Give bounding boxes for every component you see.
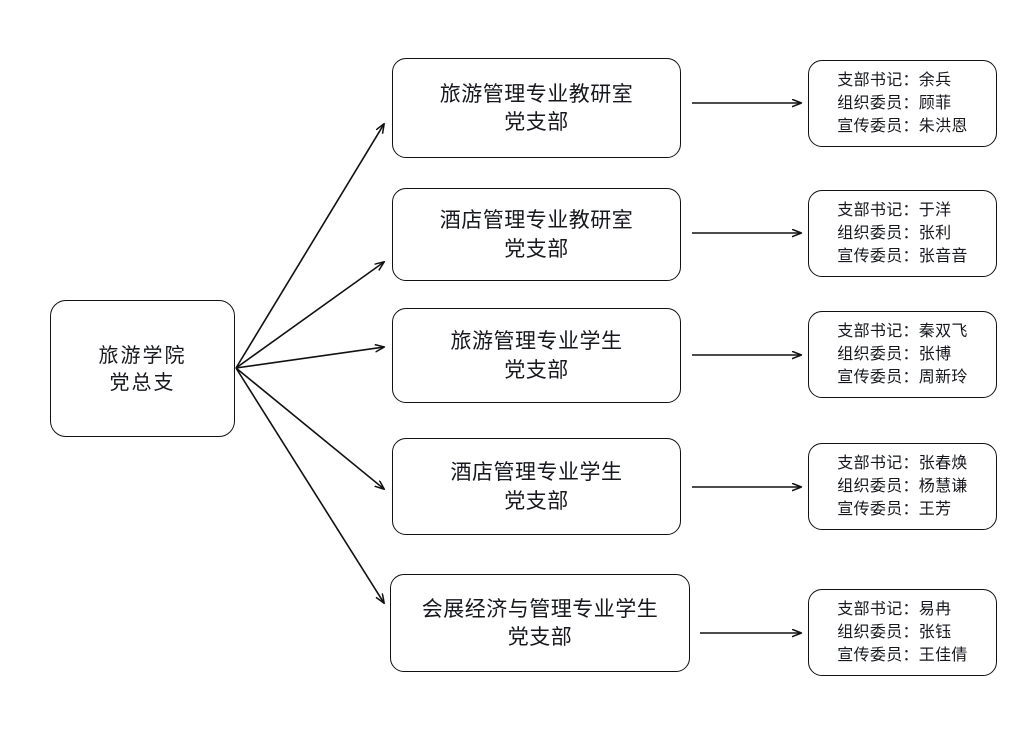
detail-box-1[interactable]: 支部书记：余兵 组织委员：顾菲 宣传委员：朱洪恩 [808,60,997,147]
detail-row-organization: 组织委员：张钰 [837,622,952,642]
node-root-label: 旅游学院 党总支 [98,342,187,394]
detail-row-secretary: 支部书记：易冉 [837,599,952,619]
node-branch-2[interactable]: 酒店管理专业教研室 党支部 [392,188,681,281]
connector-root-to-branch-2 [235,262,384,369]
detail-box-4-list: 支部书记：张春焕 组织委员：杨慧谦 宣传委员：王芳 [835,452,969,520]
node-branch-4[interactable]: 酒店管理专业学生 党支部 [392,438,681,535]
node-branch-5-label: 会展经济与管理专业学生 党支部 [421,596,659,649]
node-branch-5[interactable]: 会展经济与管理专业学生 党支部 [390,574,690,672]
detail-row-secretary: 支部书记：秦双飞 [837,321,968,341]
connector-root-to-branch-4 [235,367,384,489]
detail-row-publicity: 宣传委员：张音音 [837,245,968,265]
detail-row-publicity: 宣传委员：朱洪恩 [837,115,968,135]
connector-root-to-branch-5 [235,367,384,603]
node-branch-2-label: 酒店管理专业教研室 党支部 [439,208,634,261]
detail-row-organization: 组织委员：杨慧谦 [837,476,968,496]
connector-root-to-branch-1 [235,124,384,369]
detail-row-publicity: 宣传委员：王芳 [837,498,952,518]
detail-row-secretary: 支部书记：张春焕 [837,453,968,473]
detail-row-organization: 组织委员：顾菲 [837,93,952,113]
connector-root-to-branch-3 [235,347,384,369]
detail-row-publicity: 宣传委员：周新玲 [837,366,968,386]
detail-box-5-list: 支部书记：易冉 组织委员：张钰 宣传委员：王佳倩 [835,598,969,666]
node-branch-4-label: 酒店管理专业学生 党支部 [450,460,623,513]
node-branch-1[interactable]: 旅游管理专业教研室 党支部 [392,58,681,158]
node-root-party-branch[interactable]: 旅游学院 党总支 [50,300,235,437]
detail-box-2-list: 支部书记：于洋 组织委员：张利 宣传委员：张音音 [835,199,969,267]
detail-row-secretary: 支部书记：于洋 [837,200,952,220]
detail-box-5[interactable]: 支部书记：易冉 组织委员：张钰 宣传委员：王佳倩 [808,589,997,676]
detail-row-organization: 组织委员：张博 [837,344,952,364]
detail-box-4[interactable]: 支部书记：张春焕 组织委员：杨慧谦 宣传委员：王芳 [808,443,997,530]
node-branch-3-label: 旅游管理专业学生 党支部 [450,329,623,382]
detail-box-2[interactable]: 支部书记：于洋 组织委员：张利 宣传委员：张音音 [808,190,997,277]
detail-box-3-list: 支部书记：秦双飞 组织委员：张博 宣传委员：周新玲 [835,320,969,388]
detail-box-1-list: 支部书记：余兵 组织委员：顾菲 宣传委员：朱洪恩 [835,69,969,137]
detail-row-organization: 组织委员：张利 [837,223,952,243]
detail-row-publicity: 宣传委员：王佳倩 [837,644,968,664]
detail-row-secretary: 支部书记：余兵 [837,70,952,90]
node-branch-1-label: 旅游管理专业教研室 党支部 [439,81,634,134]
detail-box-3[interactable]: 支部书记：秦双飞 组织委员：张博 宣传委员：周新玲 [808,311,997,398]
node-branch-3[interactable]: 旅游管理专业学生 党支部 [392,308,681,403]
